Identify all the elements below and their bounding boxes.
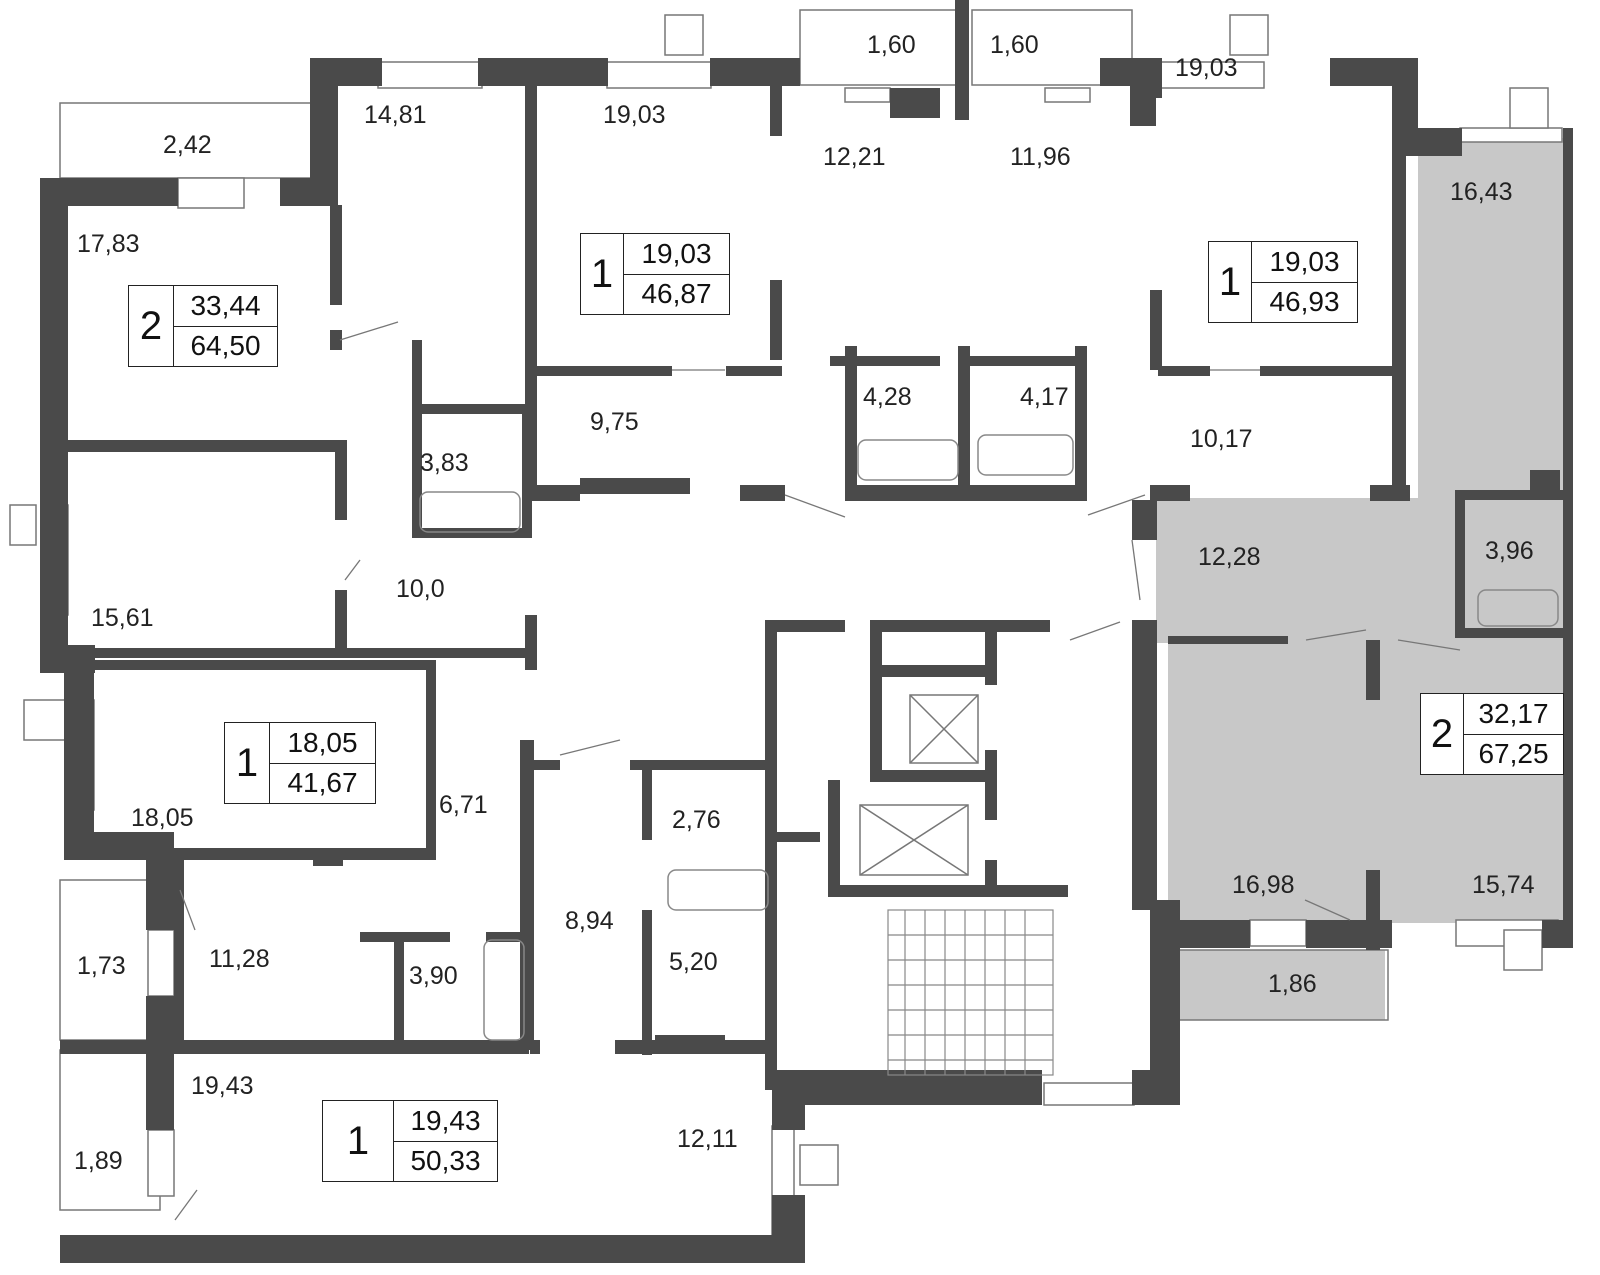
room-area-label: 16,43 (1450, 178, 1513, 206)
room-count: 1 (581, 234, 624, 314)
room-area-label: 1,60 (867, 31, 916, 59)
living-area: 19,03 (1252, 242, 1357, 283)
room-area-label: 2,42 (163, 131, 212, 159)
room-area-label: 10,17 (1190, 425, 1253, 453)
living-area: 32,17 (1464, 694, 1563, 735)
room-area-label: 18,05 (131, 804, 194, 832)
room-area-label: 14,81 (364, 101, 427, 129)
room-area-label: 11,28 (209, 945, 270, 973)
room-area-label: 3,83 (420, 449, 469, 477)
room-area-label: 3,96 (1485, 537, 1534, 565)
room-count: 2 (129, 286, 174, 366)
room-area-label: 8,94 (565, 907, 614, 935)
room-area-label: 15,74 (1472, 871, 1535, 899)
apartment-badge-nw: 2 33,44 64,50 (128, 285, 278, 367)
living-area: 33,44 (174, 286, 277, 327)
room-area-label: 11,96 (1010, 143, 1071, 171)
room-area-label: 5,20 (669, 948, 718, 976)
room-area-label: 19,03 (1175, 54, 1238, 82)
room-count: 1 (323, 1101, 394, 1181)
room-area-label: 12,21 (823, 143, 886, 171)
doors (174, 321, 1461, 1221)
total-area: 46,93 (1269, 286, 1340, 318)
apartment-badge-sw: 1 19,43 50,33 (322, 1100, 498, 1182)
apartment-badge-w: 1 18,05 41,67 (224, 722, 376, 804)
living-area: 19,03 (624, 234, 729, 275)
total-area: 41,67 (287, 767, 358, 799)
room-area-label: 3,90 (409, 962, 458, 990)
room-area-label: 10,0 (396, 575, 445, 603)
room-area-label: 16,98 (1232, 871, 1295, 899)
total-area: 50,33 (410, 1145, 481, 1177)
room-count: 1 (225, 723, 270, 803)
bathtubs (419, 434, 1559, 1041)
room-area-label: 19,43 (191, 1072, 254, 1100)
room-area-label: 2,76 (672, 806, 721, 834)
room-area-label: 12,11 (677, 1125, 738, 1153)
total-area: 67,25 (1478, 738, 1549, 770)
apartment-badge-n-left: 1 19,03 46,87 (580, 233, 730, 315)
room-area-label: 1,89 (74, 1147, 123, 1175)
room-area-label: 12,28 (1198, 543, 1261, 571)
room-area-label: 1,60 (990, 31, 1039, 59)
living-area: 18,05 (270, 723, 375, 764)
room-area-label: 1,73 (77, 952, 126, 980)
elevators (859, 694, 979, 876)
apartment-badge-e: 2 32,17 67,25 (1420, 693, 1564, 775)
apartment-badge-n-right: 1 19,03 46,93 (1208, 241, 1358, 323)
room-area-label: 19,03 (603, 101, 666, 129)
room-area-label: 4,28 (863, 383, 912, 411)
room-area-label: 15,61 (91, 604, 154, 632)
room-area-label: 6,71 (439, 791, 488, 819)
total-area: 46,87 (641, 278, 712, 310)
highlighted-apartment (1156, 138, 1563, 1020)
total-area: 64,50 (190, 330, 261, 362)
room-area-label: 4,17 (1020, 383, 1069, 411)
room-area-label: 9,75 (590, 408, 639, 436)
room-count: 2 (1421, 694, 1464, 774)
room-area-label: 1,86 (1268, 970, 1317, 998)
staircase (887, 909, 1054, 1076)
room-area-label: 17,83 (77, 230, 140, 258)
room-count: 1 (1209, 242, 1252, 322)
living-area: 19,43 (394, 1101, 497, 1142)
